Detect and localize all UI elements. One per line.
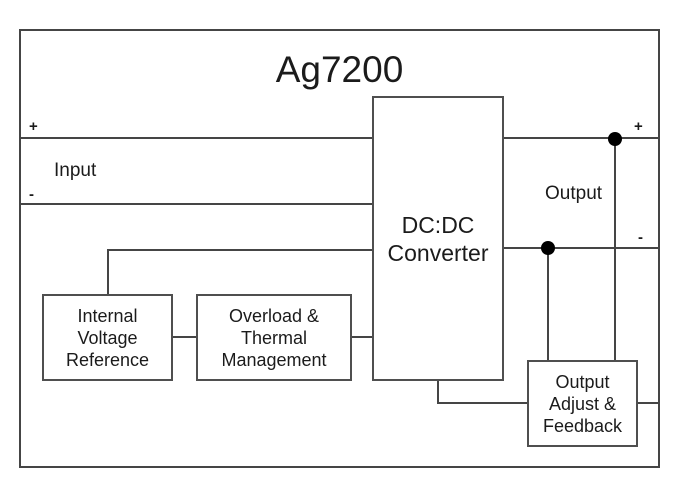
- input-plus-sign: +: [29, 118, 38, 135]
- block-output-adjust-feedback: Output Adjust & Feedback: [527, 360, 638, 447]
- block-overload-thermal-management: Overload & Thermal Management: [196, 294, 352, 381]
- block-label-line: Reference: [65, 349, 150, 370]
- output-minus-wire: [503, 247, 660, 249]
- block-internal-voltage-reference: Internal Voltage Reference: [42, 294, 173, 381]
- plus-feedback-wire: [614, 137, 616, 362]
- block-label-line: Overload &: [228, 305, 320, 326]
- reference-wire-vertical: [107, 249, 109, 296]
- otm-to-dcdc-wire: [350, 336, 374, 338]
- ivr-to-otm-wire: [170, 336, 198, 338]
- block-label-line: Feedback: [542, 415, 623, 436]
- output-minus-sign: -: [638, 229, 643, 246]
- oaf-to-border-wire: [636, 402, 660, 404]
- minus-feedback-wire: [547, 247, 549, 362]
- dcdc-to-oaf-wire: [437, 402, 529, 404]
- output-label: Output: [545, 183, 603, 204]
- output-plus-wire: [503, 137, 660, 139]
- block-label-line: Thermal: [240, 327, 307, 348]
- junction-dot-minus: [541, 241, 555, 255]
- block-label-line: Voltage: [77, 327, 138, 348]
- junction-dot-plus: [608, 132, 622, 146]
- block-label-line: Converter: [387, 239, 489, 266]
- block-label-line: Internal: [77, 305, 138, 326]
- input-minus-sign: -: [29, 186, 34, 203]
- dcdc-bottom-wire-vertical: [437, 379, 439, 404]
- input-minus-wire: [19, 203, 374, 205]
- input-label: Input: [54, 160, 97, 181]
- block-dcdc-converter: DC:DC Converter: [372, 96, 504, 381]
- input-plus-wire: [19, 137, 374, 139]
- reference-wire-horizontal: [107, 249, 374, 251]
- diagram-title: Ag7200: [275, 49, 404, 90]
- block-label-line: DC:DC: [401, 211, 475, 238]
- block-label-line: Output: [555, 371, 610, 392]
- block-label-line: Adjust &: [548, 393, 617, 414]
- block-label-line: Management: [221, 349, 327, 370]
- output-plus-sign: +: [634, 118, 643, 135]
